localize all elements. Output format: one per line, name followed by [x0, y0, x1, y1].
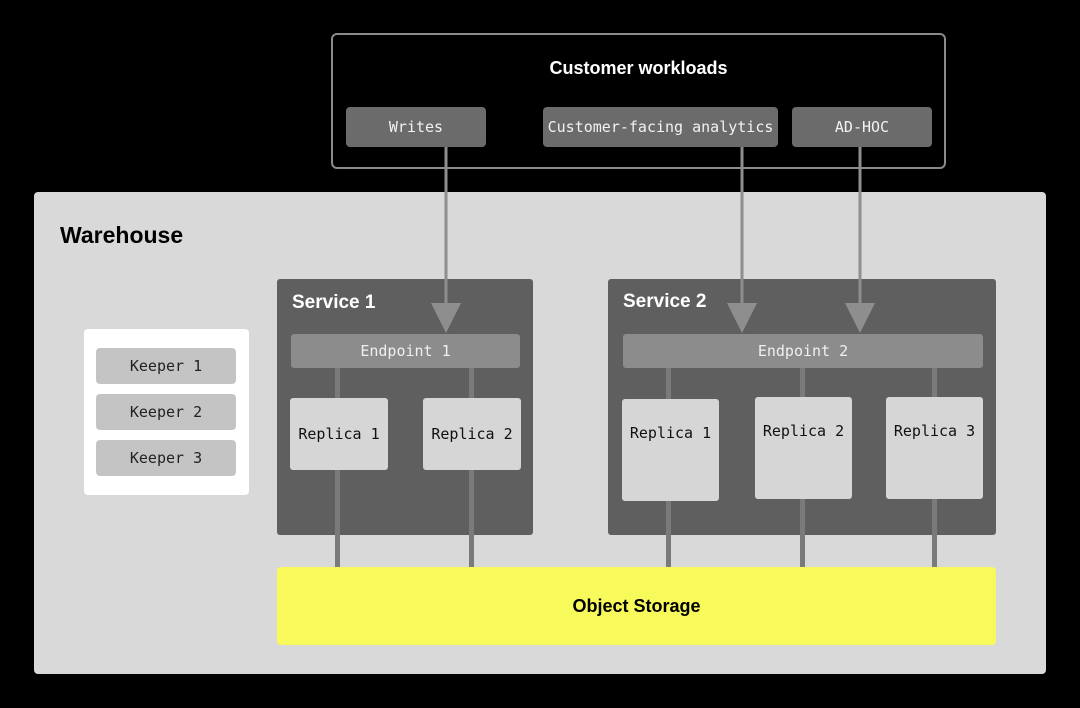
warehouse-title: Warehouse [60, 222, 184, 248]
keeper-3: Keeper 3 [96, 440, 236, 476]
service-2-replica-3: Replica 3 [886, 397, 983, 499]
service-2-replica-2: Replica 2 [755, 397, 852, 499]
service-1-replica-1: Replica 1 [290, 398, 388, 470]
endpoint-2: Endpoint 2 [623, 334, 983, 368]
endpoint-1: Endpoint 1 [291, 334, 520, 368]
ad-hoc-node: AD-HOC [792, 107, 932, 147]
keeper-1: Keeper 1 [96, 348, 236, 384]
writes-node: Writes [346, 107, 486, 147]
customer-workloads-title: Customer workloads [549, 57, 728, 78]
service-1-replica-2: Replica 2 [423, 398, 521, 470]
customer-facing-analytics-node: Customer-facing analytics [543, 107, 778, 147]
service-1-title: Service 1 [292, 292, 376, 313]
keeper-2: Keeper 2 [96, 394, 236, 430]
service-2-replica-1: Replica 1 [622, 399, 719, 501]
service-2-title: Service 2 [623, 291, 707, 312]
object-storage: Object Storage [277, 567, 996, 645]
